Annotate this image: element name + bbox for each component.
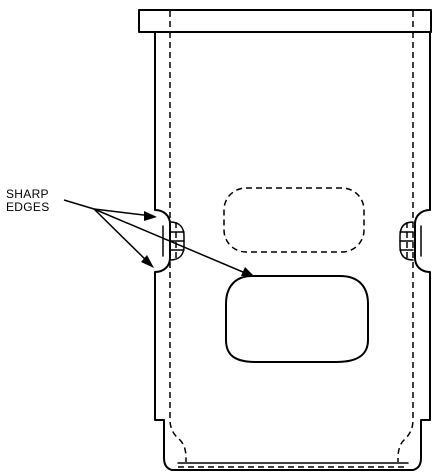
callout-line-1: SHARP <box>6 187 49 201</box>
front-window <box>225 275 369 363</box>
arrowhead-lower-edge <box>141 255 154 268</box>
arrowhead-upper-edge <box>144 211 157 221</box>
leader-to-lower-edge <box>93 208 151 265</box>
callout-line-2: EDGES <box>6 200 50 214</box>
right-slot-detail <box>399 221 422 261</box>
arrowhead-window-edge <box>241 267 255 277</box>
body-outline-left <box>154 31 173 471</box>
rear-window-hidden <box>223 187 365 253</box>
inner-wall-hidden-right <box>397 32 414 462</box>
top-flange <box>138 9 432 33</box>
inner-wall-hidden-left <box>169 32 187 462</box>
sharp-edges-callout: SHARP EDGES <box>6 188 50 214</box>
leader-to-window-edge <box>93 208 251 276</box>
left-slot-detail <box>162 221 185 261</box>
callout-leaders <box>63 199 255 277</box>
leader-to-upper-edge <box>93 208 153 217</box>
body-outline-right <box>412 31 431 471</box>
